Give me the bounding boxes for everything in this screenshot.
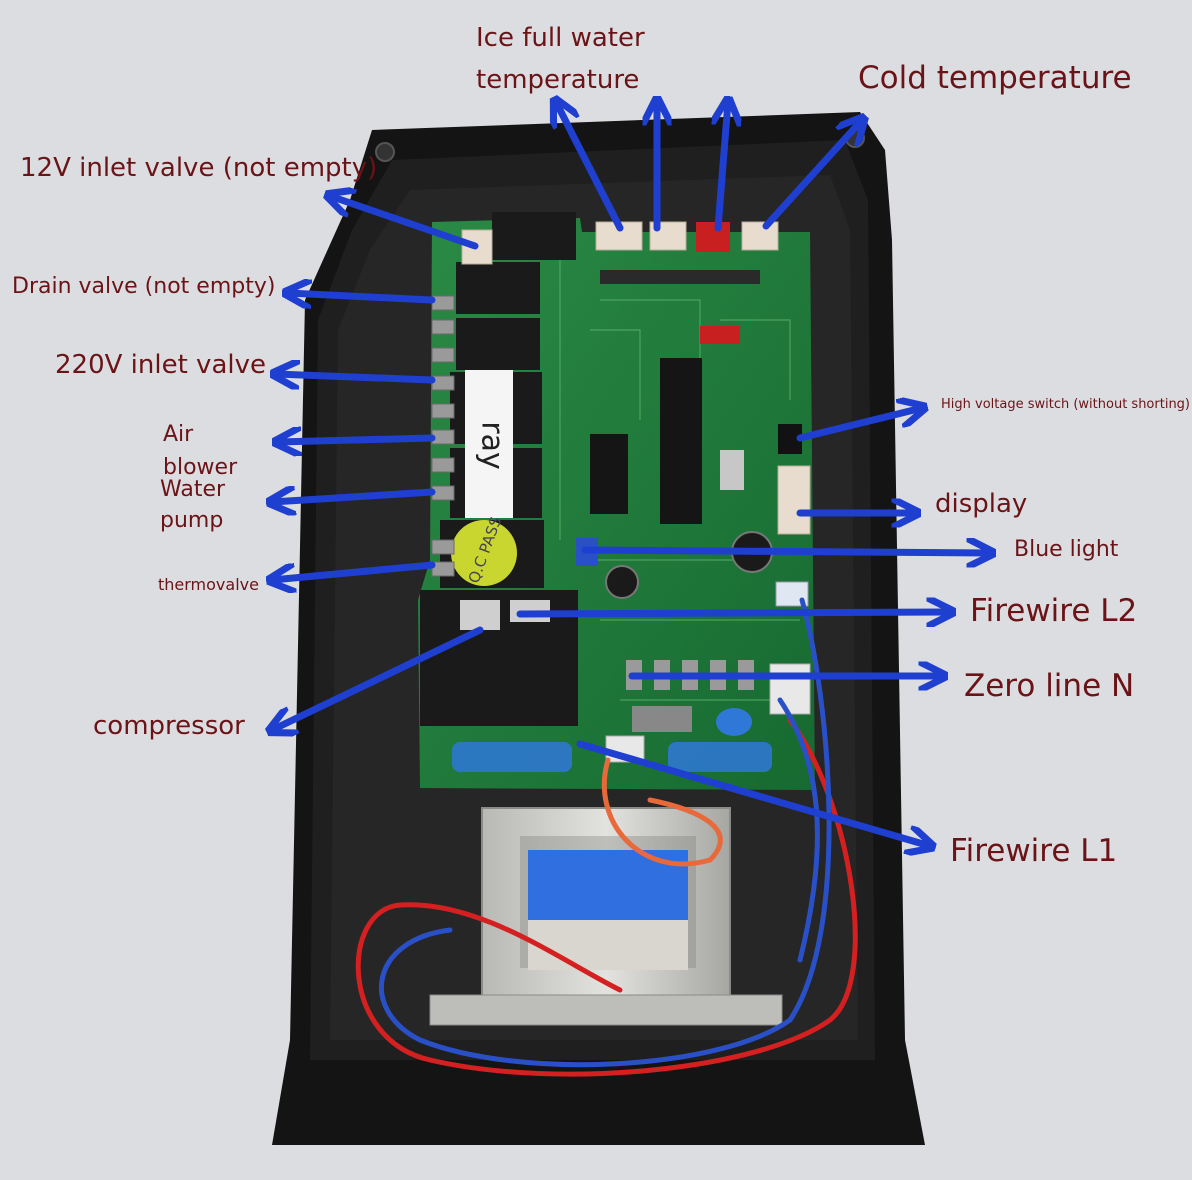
connector-cold-temp: [741, 221, 779, 251]
arrow-firewire-l2: [516, 612, 950, 614]
relay: [492, 212, 576, 260]
arrow-ice-full: [556, 102, 624, 232]
relay-sticker-text: ray: [474, 421, 510, 470]
fuse: [452, 742, 572, 772]
arrow-high-voltage-switch: [796, 408, 922, 442]
label-water-pump: Water pump: [160, 477, 226, 533]
driver-chip: [590, 434, 628, 514]
arrow-red-connector: [718, 102, 728, 232]
relay-sticker: [465, 370, 513, 518]
arrow-thermovalve: [272, 561, 436, 580]
label-drain-valve: Drain valve (not empty): [12, 274, 276, 299]
relay: [456, 318, 540, 370]
qc-sticker: [451, 520, 517, 586]
label-display: display: [935, 489, 1028, 519]
arrow-drain-valve: [288, 293, 436, 300]
arrow-air-blower: [278, 438, 436, 442]
label-220v-inlet-valve: 220V inlet valve: [55, 350, 266, 380]
label-compressor: compressor: [93, 711, 245, 741]
wires: [355, 597, 858, 1077]
arrow-220v-valve: [276, 374, 436, 380]
connector-display: [777, 465, 811, 535]
arrow-cold-temp: [762, 120, 862, 230]
pcb-board: [418, 212, 815, 790]
label-thermovalve: thermovalve: [158, 575, 259, 594]
arrow-firewire-l1: [576, 740, 930, 846]
arrow-compressor: [272, 626, 484, 730]
arrow-water-pump: [272, 492, 436, 502]
label-firewire-l1: Firewire L1: [950, 833, 1118, 869]
connector-red: [696, 222, 730, 252]
label-cold-temperature: Cold temperature: [858, 60, 1132, 96]
annotation-arrows: [272, 102, 990, 846]
transformer: [429, 807, 783, 1026]
connector-zero-line: [769, 663, 811, 715]
label-12v-inlet-valve: 12V inlet valve (not empty): [20, 153, 378, 183]
label-high-voltage-switch: High voltage switch (without shorting): [941, 397, 1191, 412]
relay: [456, 262, 540, 314]
arrow-12v-valve: [330, 196, 479, 250]
label-ice-full-water-temperature: Ice full water temperature: [476, 23, 645, 95]
arrow-blue-light: [581, 550, 990, 553]
label-blue-light: Blue light: [1014, 537, 1119, 562]
microcontroller-chip: [660, 358, 702, 524]
fuse: [668, 742, 772, 772]
label-air-blower: Air blower: [163, 422, 238, 480]
label-firewire-l2: Firewire L2: [970, 593, 1138, 629]
label-zero-line-n: Zero line N: [964, 668, 1135, 704]
